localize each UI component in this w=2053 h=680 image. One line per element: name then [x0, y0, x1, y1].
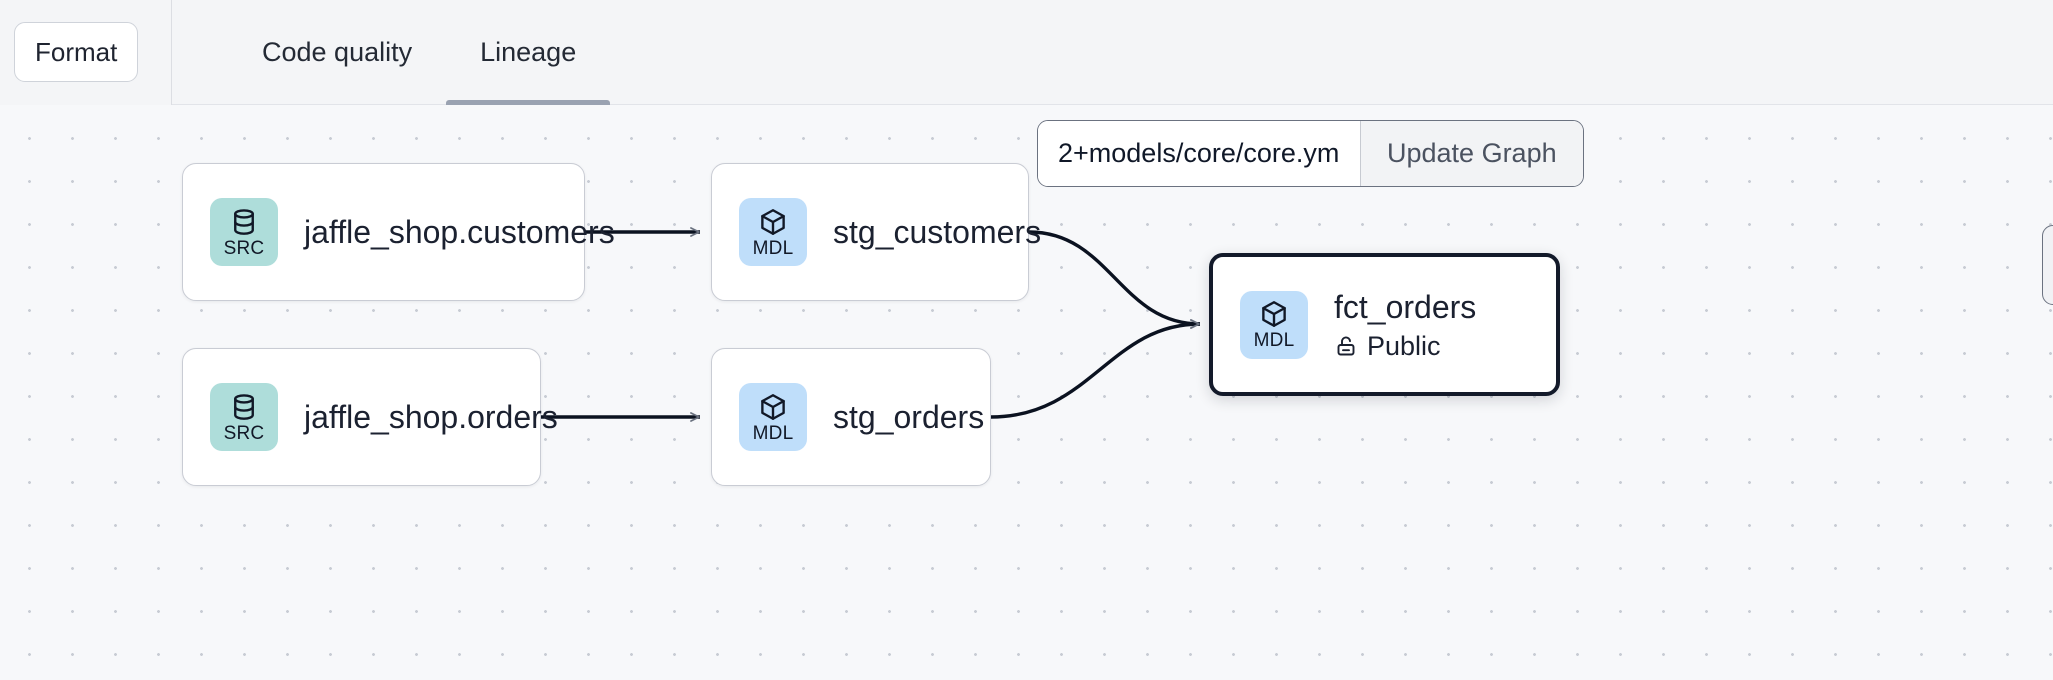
- node-visibility: Public: [1334, 330, 1476, 362]
- lineage-node-jaffle-shop-customers[interactable]: SRC jaffle_shop.customers: [182, 163, 615, 301]
- lineage-node-stg-customers[interactable]: MDL stg_customers: [711, 163, 1041, 301]
- format-button[interactable]: Format: [14, 22, 139, 82]
- node-title: stg_orders: [833, 399, 985, 435]
- mdl-badge: MDL: [739, 383, 807, 451]
- mdl-badge-label: MDL: [752, 422, 794, 444]
- lineage-node-stg-orders[interactable]: MDL stg_orders: [711, 348, 991, 486]
- mdl-badge-label: MDL: [1253, 330, 1295, 351]
- cube-icon: [1262, 301, 1286, 327]
- tab-lineage[interactable]: Lineage: [446, 0, 611, 105]
- mdl-badge: MDL: [1240, 290, 1308, 359]
- mdl-badge: MDL: [739, 198, 807, 266]
- src-badge: SRC: [210, 383, 278, 451]
- src-badge: SRC: [210, 198, 278, 266]
- lineage-node-fct-orders[interactable]: MDL fct_orders Public: [1209, 253, 1560, 396]
- node-body: jaffle_shop.orders: [304, 398, 558, 436]
- src-badge-label: SRC: [223, 237, 265, 259]
- mdl-badge-label: MDL: [752, 237, 794, 259]
- editor-toolbar: Format Code quality Lineage: [0, 0, 2053, 105]
- node-title: stg_customers: [833, 214, 1042, 250]
- tab-code-quality[interactable]: Code quality: [262, 36, 413, 67]
- edge-stg-orders-to-fct-orders: [990, 319, 1201, 419]
- overflow-control-panel[interactable]: [2042, 225, 2053, 305]
- node-title: jaffle_shop.orders: [304, 399, 558, 435]
- node-body: jaffle_shop.customers: [304, 213, 615, 251]
- edge-stg-customers-to-fct-orders: [1028, 230, 1201, 329]
- node-title: fct_orders: [1334, 288, 1477, 325]
- lineage-node-jaffle-shop-orders[interactable]: SRC jaffle_shop.orders: [182, 348, 558, 486]
- lineage-canvas[interactable]: SRC jaffle_shop.customers MDL stg_custom…: [0, 105, 2053, 680]
- cube-icon: [761, 393, 785, 420]
- toolbar-left-group: Format: [0, 0, 172, 105]
- src-badge-label: SRC: [223, 422, 265, 444]
- graph-selector-bar: Update Graph: [1037, 120, 1584, 187]
- node-body: stg_orders: [833, 398, 984, 436]
- unlock-icon: [1337, 335, 1355, 355]
- cube-icon: [761, 208, 785, 235]
- database-icon: [234, 208, 254, 235]
- node-title: jaffle_shop.customers: [304, 214, 615, 250]
- node-body: stg_customers: [833, 213, 1041, 251]
- update-graph-button[interactable]: Update Graph: [1360, 121, 1583, 186]
- tab-bar: Code quality Lineage: [172, 0, 611, 105]
- database-icon: [234, 393, 254, 420]
- node-body: fct_orders Public: [1334, 288, 1476, 362]
- graph-selector-input[interactable]: [1038, 121, 1360, 186]
- node-visibility-label: Public: [1367, 330, 1441, 361]
